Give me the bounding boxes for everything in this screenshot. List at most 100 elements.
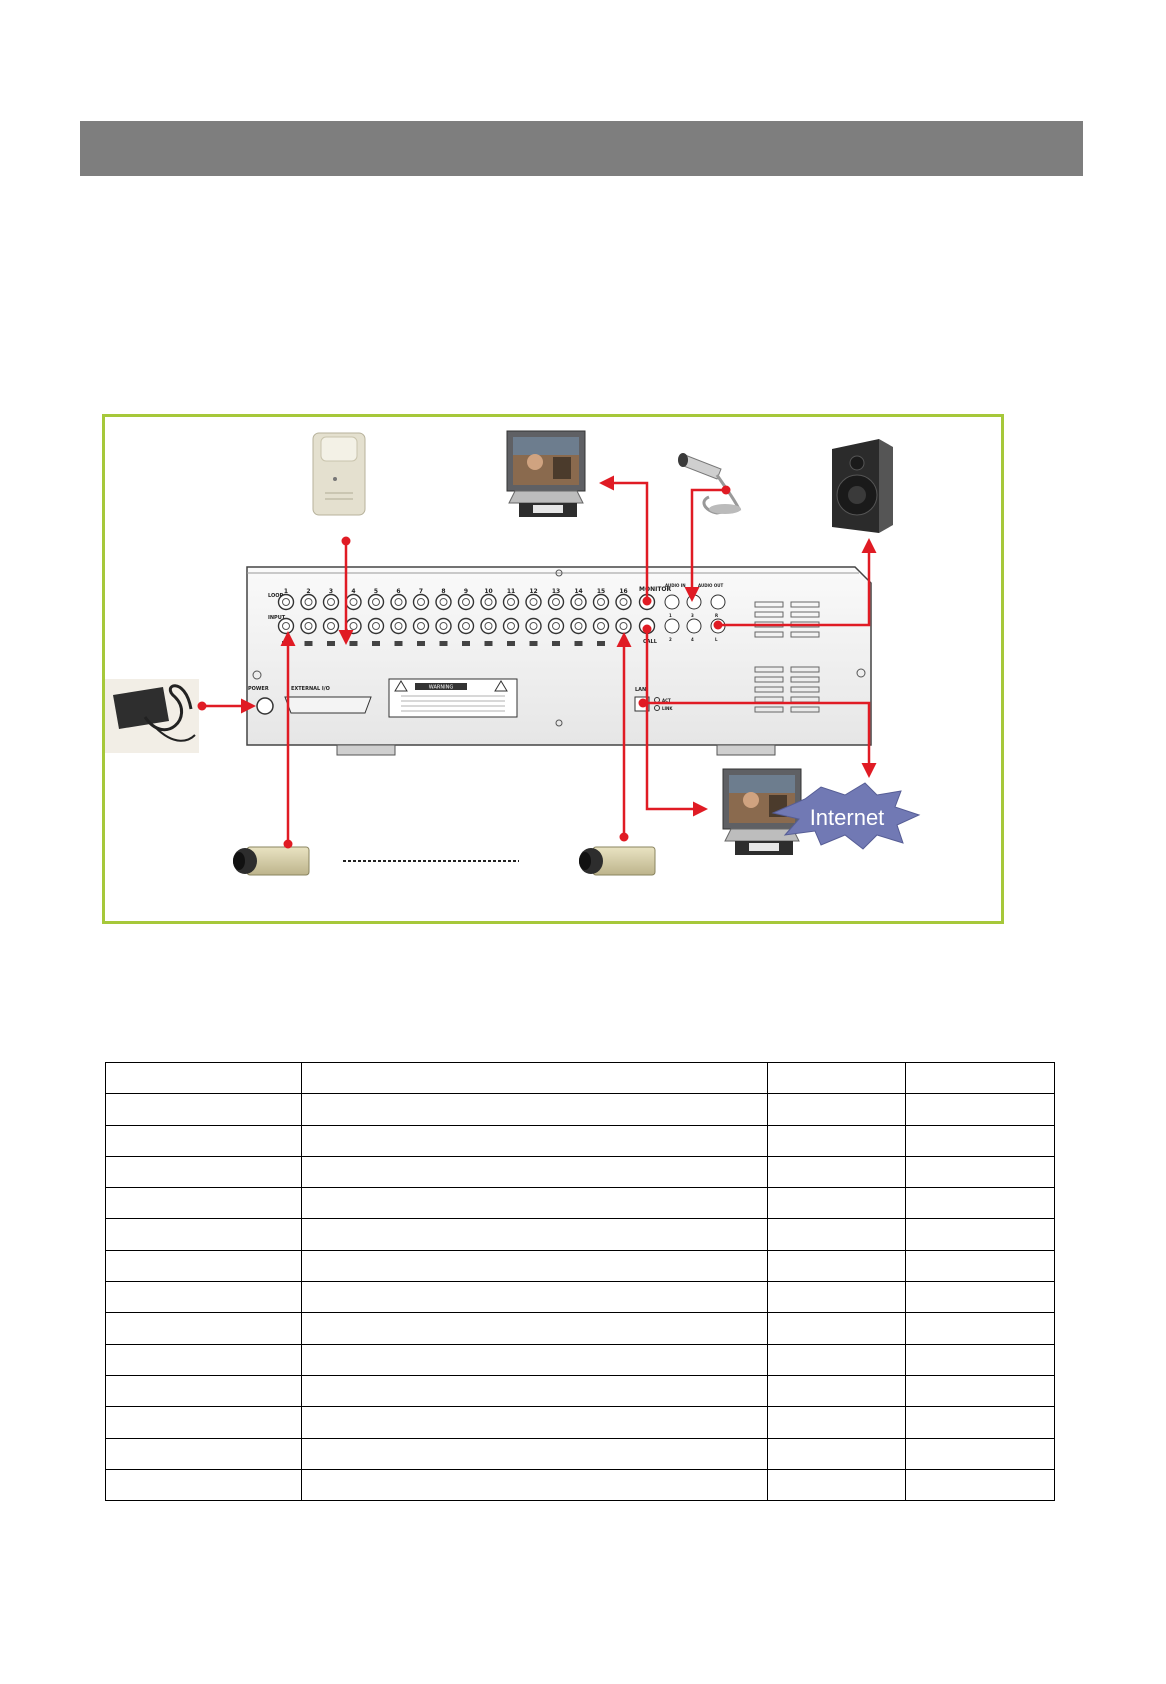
table-row [105, 1124, 1055, 1157]
bnc-center-pin [619, 598, 628, 606]
bnc-center-pin [372, 598, 380, 606]
section-header-bar [80, 121, 1083, 176]
table-cell [105, 1187, 302, 1220]
table-row [105, 1468, 1055, 1502]
power-label: POWER [248, 686, 269, 692]
table-cell [905, 1155, 1055, 1189]
table-cell [905, 1187, 1055, 1220]
camera-icon [579, 846, 656, 876]
input-bnc-connector [525, 617, 542, 635]
bnc-center-pin [462, 622, 470, 630]
table-cell [905, 1312, 1055, 1345]
table-cell [301, 1281, 768, 1314]
table-cell [105, 1249, 302, 1283]
table-cell [767, 1343, 906, 1376]
bnc-center-pin [282, 598, 290, 606]
table-cell [105, 1437, 302, 1470]
bnc-center-pin [304, 598, 313, 606]
table-cell [301, 1249, 768, 1283]
table-cell [105, 1124, 302, 1157]
power-connector [256, 697, 274, 715]
termination-switch [507, 641, 515, 646]
channel-number-label: 2 [306, 588, 310, 595]
table-row [105, 1437, 1055, 1470]
table-cell [767, 1187, 906, 1220]
table-cell [767, 1155, 906, 1189]
loop-bnc-connector [390, 593, 407, 611]
warning-label-plate: WARNING [388, 678, 518, 718]
channel-number-label: 12 [529, 588, 537, 595]
termination-switch [417, 641, 425, 646]
channel-number-label: 1 [284, 588, 288, 595]
input-bnc-connector [480, 617, 497, 635]
table-cell [105, 1406, 302, 1439]
bnc-center-pin [327, 598, 335, 606]
audio-out-ch-l: L [715, 637, 718, 642]
loop-bnc-connector [502, 593, 520, 611]
bnc-center-pin [372, 622, 380, 630]
bnc-center-pin [574, 598, 583, 606]
table-cell [767, 1218, 906, 1251]
table-cell [905, 1093, 1055, 1126]
internet-cloud-icon: Internet [771, 782, 921, 850]
bnc-center-pin [529, 598, 538, 606]
warning-title: WARNING [429, 685, 454, 691]
table-cell [905, 1124, 1055, 1157]
table-cell [767, 1249, 906, 1283]
loop-bnc-connector [457, 593, 475, 611]
table-cell [767, 1061, 906, 1095]
table-row [105, 1061, 1055, 1095]
termination-switch [304, 641, 313, 646]
table-row [105, 1374, 1055, 1408]
speaker-icon [832, 439, 893, 533]
table-cell [105, 1374, 302, 1408]
bnc-center-pin [507, 622, 515, 630]
input-bnc-connector [547, 617, 565, 635]
input-bnc-connector [412, 617, 430, 635]
table-cell [905, 1218, 1055, 1251]
table-cell [105, 1093, 302, 1126]
lan-label: LAN [635, 687, 646, 693]
table-cell [767, 1093, 906, 1126]
bnc-center-pin [282, 622, 290, 630]
bnc-center-pin [574, 622, 583, 630]
termination-switch [529, 641, 538, 646]
termination-switch [462, 641, 470, 646]
channel-number-label: 8 [441, 588, 445, 595]
link-label: LINK [662, 706, 673, 711]
bnc-center-pin [394, 598, 403, 606]
internet-label: Internet [810, 805, 885, 830]
table-cell [767, 1437, 906, 1470]
audio-out-label: AUDIO OUT [698, 583, 723, 588]
loop-bnc-connector [570, 593, 587, 611]
audio-in-ch-3: 3 [691, 613, 694, 618]
input-bnc-connector [457, 617, 475, 635]
loop-bnc-connector [412, 593, 430, 611]
table-cell [105, 1343, 302, 1376]
termination-switch [484, 641, 493, 646]
audio-in-label: AUDIO IN [665, 583, 686, 588]
input-bnc-connector [367, 617, 385, 635]
bnc-center-pin [349, 622, 358, 630]
table-row [105, 1406, 1055, 1439]
termination-switch [597, 641, 605, 646]
loop-bnc-connector [345, 593, 362, 611]
loop-bnc-connector [592, 593, 610, 611]
table-cell [767, 1281, 906, 1314]
monitor-port-label: MONITOR [639, 586, 672, 593]
bnc-center-pin [529, 622, 538, 630]
input-bnc-connector [390, 617, 407, 635]
channel-number-label: 13 [552, 588, 560, 595]
microphone-icon [678, 453, 742, 515]
call-label: CALL [643, 639, 658, 645]
table-cell [905, 1406, 1055, 1439]
table-row [105, 1249, 1055, 1283]
table-cell [905, 1281, 1055, 1314]
audio-in-ch-4: 4 [691, 637, 694, 642]
table-cell [905, 1249, 1055, 1283]
termination-switch [439, 641, 448, 646]
audio-in-ch-1: 1 [669, 613, 672, 618]
table-cell [105, 1061, 302, 1095]
